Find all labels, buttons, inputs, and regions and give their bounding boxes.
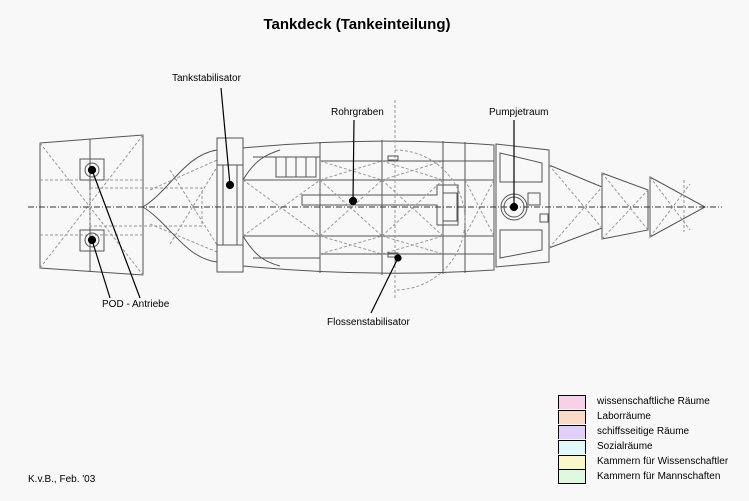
stern-section bbox=[39, 134, 144, 276]
legend-label: schiffsseitige Räume bbox=[597, 426, 690, 437]
legend: wissenschaftliche Räume Laborräume schif… bbox=[558, 394, 728, 484]
label-tankstabilisator: Tankstabilisator bbox=[172, 73, 241, 84]
legend-swatch bbox=[558, 439, 586, 454]
legend-swatch bbox=[558, 454, 586, 469]
pumpjet-section bbox=[495, 143, 550, 268]
label-flossenstabilisator: Flossenstabilisator bbox=[327, 317, 410, 328]
legend-label: wissenschaftliche Räume bbox=[597, 396, 710, 407]
legend-item: schiffsseitige Räume bbox=[558, 424, 728, 439]
diagram-title: Tankdeck (Tankeinteilung) bbox=[263, 16, 451, 33]
legend-item: Laborräume bbox=[558, 409, 728, 424]
legend-swatch bbox=[558, 394, 586, 409]
legend-item: Kammern für Wissenschaftler bbox=[558, 454, 728, 469]
legend-swatch bbox=[558, 469, 586, 484]
legend-label: Kammern für Wissenschaftler bbox=[597, 456, 729, 467]
legend-label: Kammern für Mannschaften bbox=[597, 471, 721, 482]
label-rohrgraben: Rohrgraben bbox=[331, 107, 384, 118]
legend-item: wissenschaftliche Räume bbox=[558, 394, 728, 409]
legend-swatch bbox=[558, 424, 586, 439]
pod-lower bbox=[79, 229, 105, 252]
legend-item: Kammern für Mannschaften bbox=[558, 469, 728, 484]
legend-swatch bbox=[558, 409, 586, 424]
legend-label: Laborräume bbox=[597, 411, 651, 422]
label-pod-antriebe: POD - Antriebe bbox=[102, 299, 170, 310]
legend-label: Sozialräume bbox=[597, 441, 653, 452]
legend-item: Sozialräume bbox=[558, 439, 728, 454]
tankstabilisator-frame bbox=[216, 137, 244, 273]
main-hull bbox=[242, 140, 495, 274]
pod-upper bbox=[79, 158, 105, 181]
label-pumpjetraum: Pumpjetraum bbox=[489, 107, 549, 118]
credit: K.v.B., Feb. '03 bbox=[28, 474, 96, 485]
